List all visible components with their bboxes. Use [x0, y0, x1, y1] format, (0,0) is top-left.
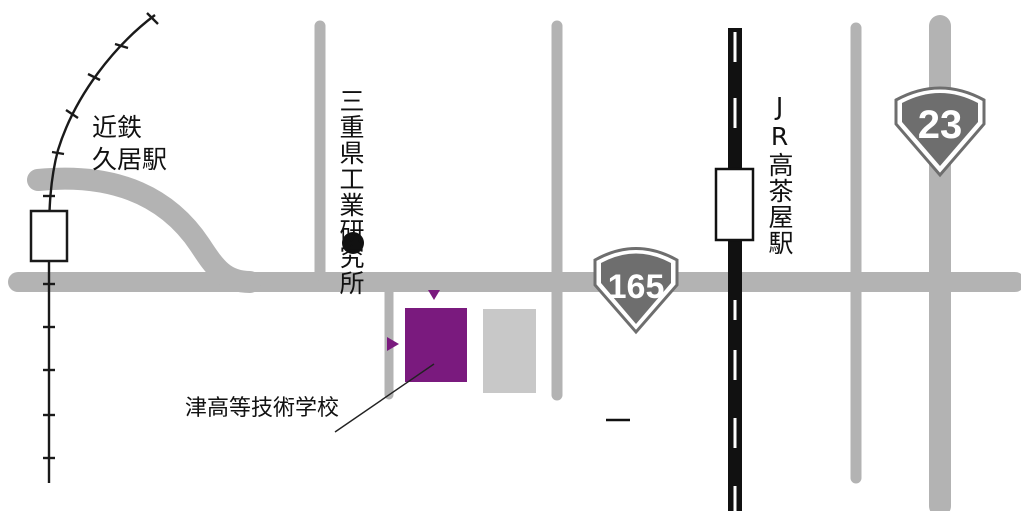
research-institute-filled-circle-marker-icon [342, 232, 364, 254]
school-leader-line [334, 363, 435, 433]
kintetsu-station-box-icon [29, 209, 69, 263]
kintetsu-railway [29, 12, 159, 483]
roads [8, 15, 1021, 511]
school-label: 津高等技術学校 [185, 396, 340, 421]
route-23-national-route-shield-icon: 23 [894, 86, 986, 178]
route-165-national-route-shield-icon: 165 [593, 247, 679, 335]
route-165-number: 165 [608, 268, 665, 306]
curved-road-from-kintetsu [27, 167, 261, 293]
jr-station-box-icon [714, 167, 755, 242]
jr-railway [714, 28, 755, 511]
jr-station-label: JR高茶屋駅 [765, 92, 794, 256]
neighbor-building [483, 309, 536, 393]
school-building [405, 308, 467, 382]
kintetsu-station-label: 近鉄 久居駅 [92, 113, 168, 175]
entrance-arrow-top-triangle-arrow-icon [428, 290, 440, 300]
jr-track [728, 28, 742, 511]
route-23-number: 23 [918, 103, 963, 147]
kintetsu-label-line-2: 久居駅 [92, 145, 168, 175]
entrance-arrow-left-triangle-arrow-icon [387, 337, 399, 351]
research-institute-label: 三重県工業研究所 [336, 88, 365, 296]
kintetsu-label-line-1: 近鉄 [92, 113, 143, 142]
kintetsu-ties [43, 12, 159, 460]
